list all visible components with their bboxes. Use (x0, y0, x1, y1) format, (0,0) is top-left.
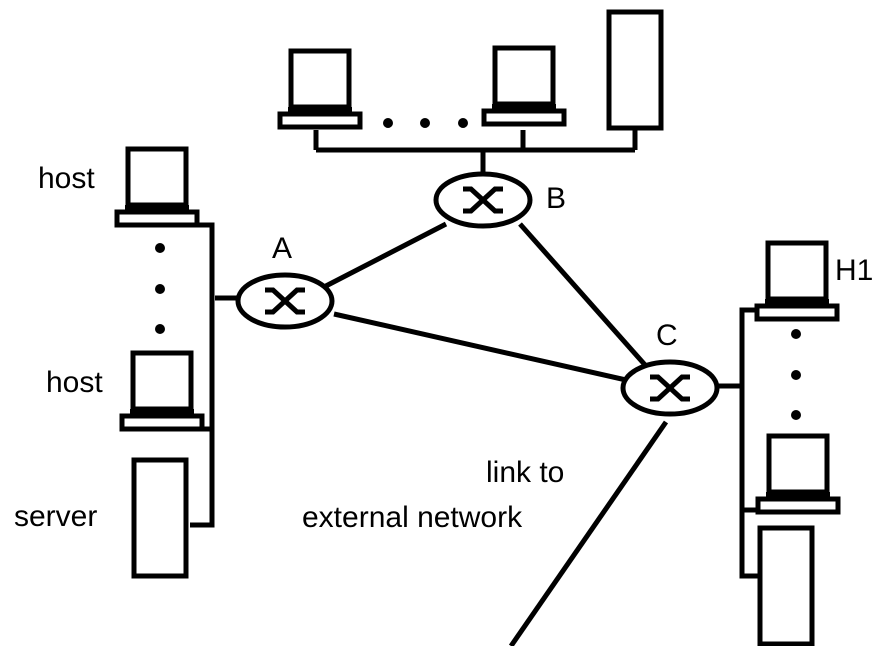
top-host-1 (280, 51, 360, 127)
right-host-bottom (758, 436, 838, 512)
link-a-c (333, 311, 627, 383)
router-a (235, 272, 335, 330)
label-external-link-line2: external network (302, 501, 523, 534)
right-server (757, 525, 815, 647)
label-host-h1: H1 (835, 254, 873, 287)
left-ellipsis-dots (155, 243, 165, 334)
computer-icon (117, 149, 197, 225)
router-c (620, 359, 720, 417)
link-external (508, 420, 669, 648)
top-host-2 (484, 48, 564, 124)
top-server (606, 9, 664, 131)
computer-icon (280, 51, 360, 127)
top-ellipsis-dots (383, 118, 468, 128)
label-server: server (14, 500, 97, 533)
label-host-top: host (38, 162, 95, 195)
computer-icon (484, 48, 564, 124)
label-router-b: B (546, 182, 566, 215)
right-host-h1 (757, 243, 837, 319)
label-router-a: A (272, 232, 292, 265)
right-ellipsis-dots (791, 329, 801, 420)
label-router-c: C (656, 319, 678, 352)
top-lan-bus (313, 130, 638, 153)
link-b-c (518, 222, 648, 368)
computer-icon (122, 353, 202, 429)
computer-icon (757, 243, 837, 319)
router-b (433, 171, 533, 229)
label-host-bottom: host (46, 366, 103, 399)
link-a-b (320, 221, 448, 291)
left-host-bottom (122, 353, 202, 429)
computer-icon (758, 436, 838, 512)
left-server (131, 457, 189, 579)
right-lan-bus (739, 307, 760, 579)
left-host-top (117, 149, 197, 225)
label-external-link-line1: link to (486, 456, 564, 489)
